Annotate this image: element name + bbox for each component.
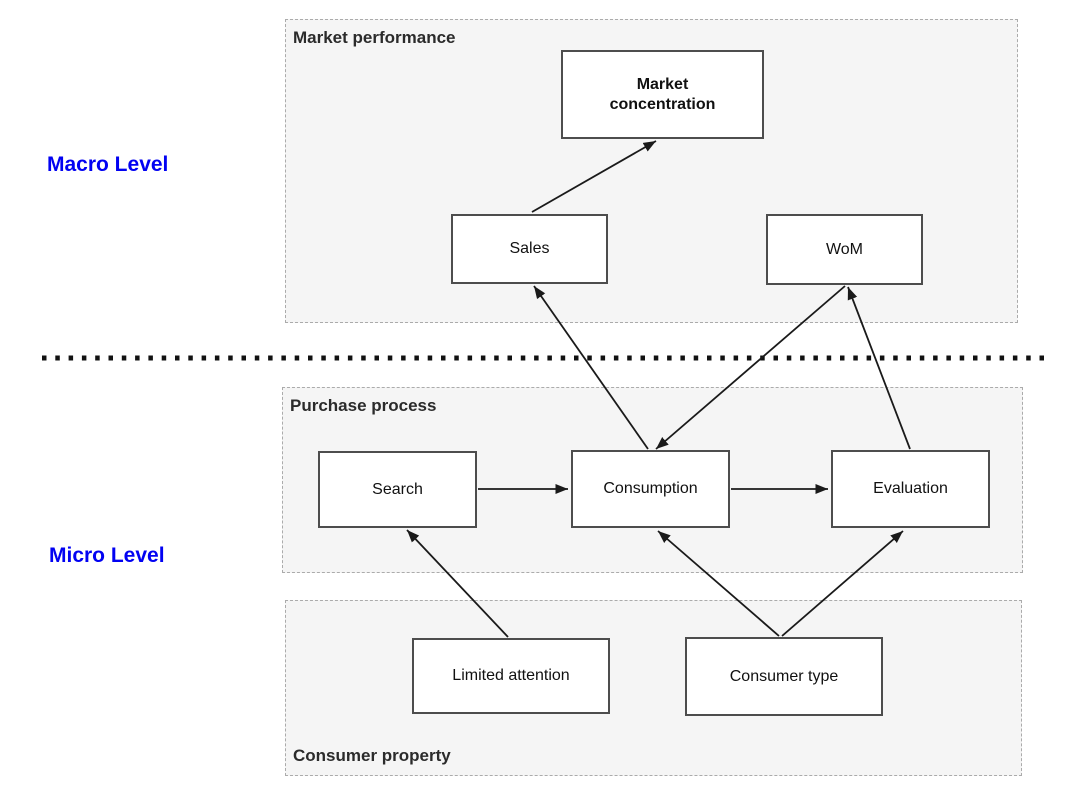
- edge-evaluation-to-wom: [847, 286, 911, 450]
- node-label-market-concentration: Market concentration: [609, 75, 716, 113]
- node-label-sales: Sales: [509, 240, 550, 257]
- node-label-limited-attention: Limited attention: [452, 667, 570, 684]
- group-label-purchase-process: Purchase process: [290, 396, 437, 415]
- group-consumer-property: Consumer property: [285, 600, 1022, 776]
- node-label-search: Search: [372, 480, 423, 498]
- node-sales: Sales: [451, 214, 608, 284]
- node-limited-attention: Limited attention: [412, 638, 610, 714]
- node-market-concentration: Market concentration: [561, 50, 764, 139]
- node-label-wom: WoM: [825, 240, 864, 258]
- edge-consumer-type-to-evaluation: [781, 530, 904, 637]
- edge-sales-to-market-concentration: [531, 140, 657, 213]
- node-evaluation: Evaluation: [831, 450, 990, 528]
- label-micro-level: Micro Level: [49, 544, 165, 567]
- node-label-consumption: Consumption: [603, 480, 698, 497]
- group-label-market-performance: Market performance: [293, 28, 456, 47]
- label-macro-level: Macro Level: [47, 153, 169, 176]
- node-search: Search: [318, 451, 477, 528]
- edge-wom-to-consumption: [655, 285, 846, 450]
- group-label-consumer-property: Consumer property: [293, 746, 451, 765]
- node-consumption: Consumption: [571, 450, 730, 528]
- node-label-evaluation: Evaluation: [873, 480, 948, 497]
- edge-consumer-type-to-consumption: [657, 530, 780, 637]
- node-wom: WoM: [766, 214, 923, 285]
- node-label-consumer-type: Consumer type: [729, 667, 839, 685]
- edge-consumption-to-sales: [533, 285, 649, 450]
- node-consumer-type: Consumer type: [685, 637, 883, 716]
- edge-limited-attention-to-search: [406, 529, 509, 638]
